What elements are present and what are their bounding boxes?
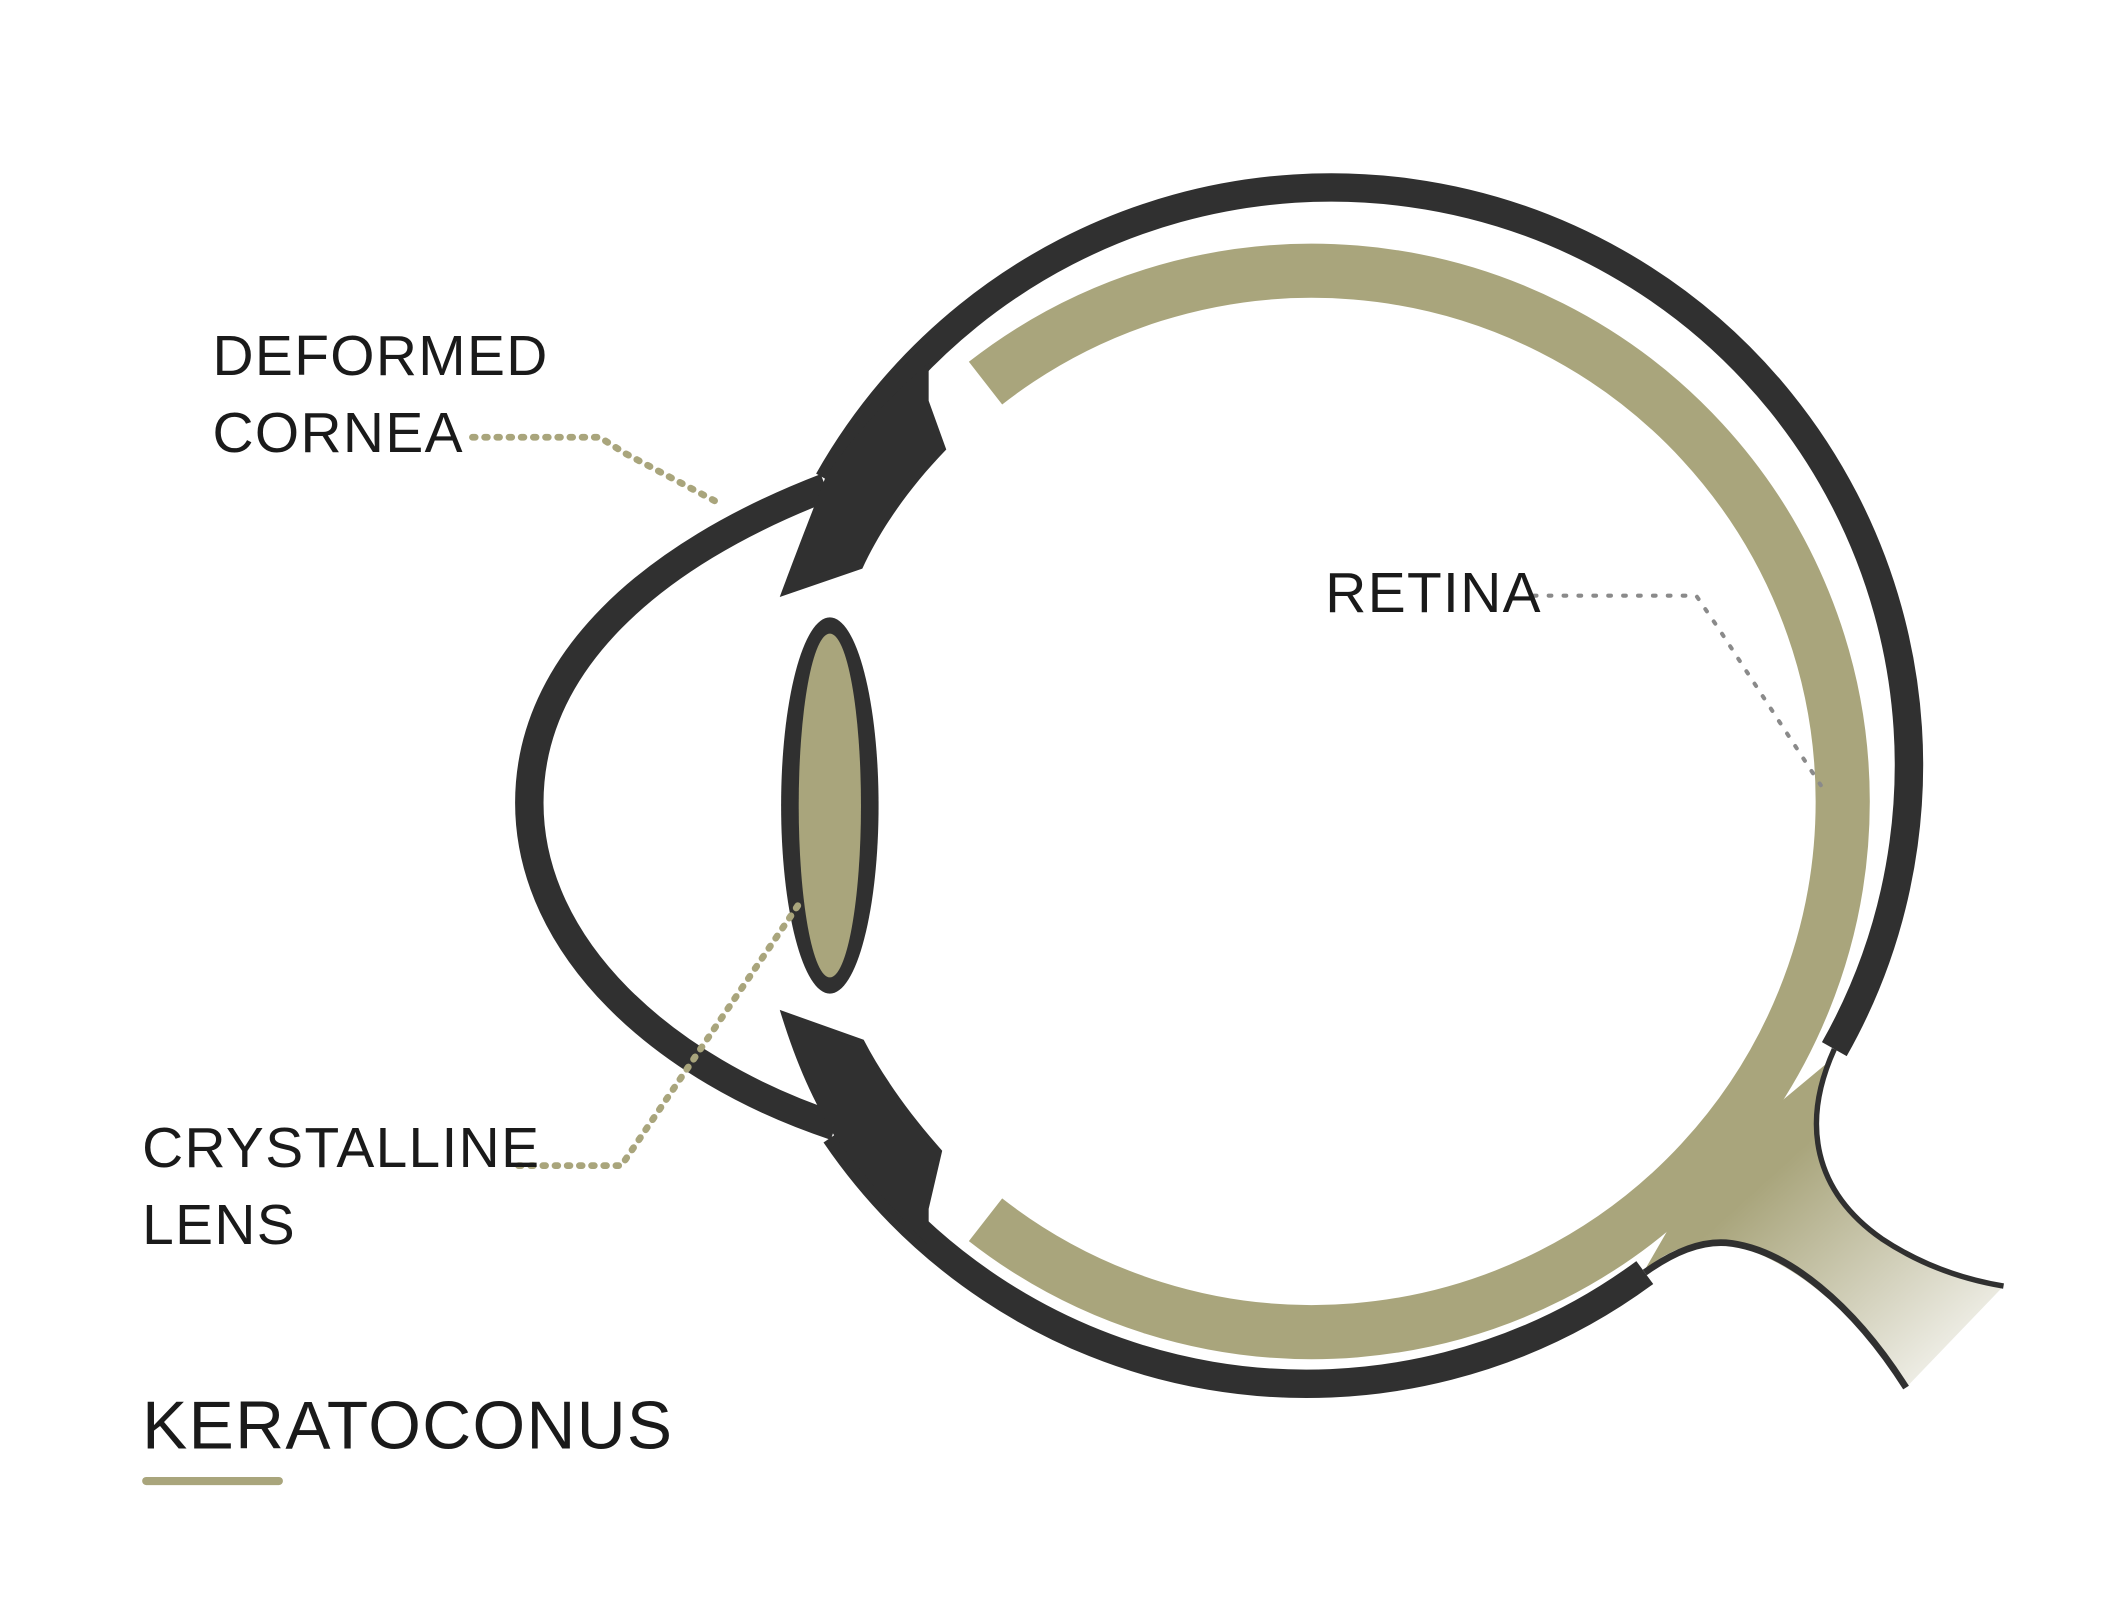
- crystalline-lens: [798, 633, 861, 978]
- retina-leader-line: [1531, 593, 1823, 788]
- label-cornea: CORNEA: [213, 402, 464, 465]
- label-retina: RETINA: [1325, 562, 1542, 625]
- label-lens: LENS: [142, 1194, 296, 1257]
- retina-band: [968, 243, 1870, 1360]
- label-crystalline: CRYSTALLINE: [142, 1117, 540, 1180]
- label-deformed: DEFORMED: [213, 325, 549, 388]
- cornea: [515, 474, 840, 1140]
- diagram-title: KERATOCONUS: [142, 1389, 673, 1464]
- sclera: [816, 173, 1924, 1057]
- iris-lower: [779, 1009, 943, 1246]
- optic-nerve-upper-edge: [1813, 1048, 2004, 1289]
- lens-leader-line: [515, 900, 803, 1169]
- cornea-leader-line: [469, 433, 719, 505]
- optic-nerve: [1644, 1062, 2004, 1388]
- optic-nerve-lower-edge: [1642, 1239, 1909, 1390]
- iris-upper: [779, 362, 947, 598]
